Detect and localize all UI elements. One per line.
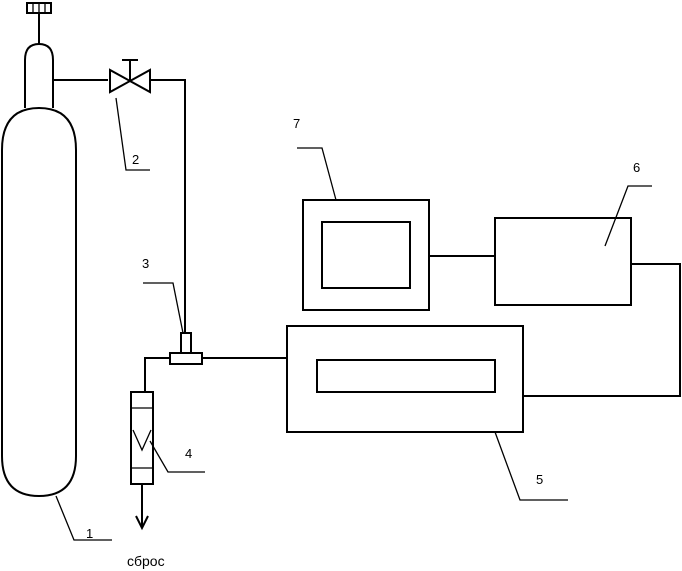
- supply-line: [53, 79, 186, 340]
- gas-cylinder: [1, 2, 77, 498]
- label-2: 2: [132, 152, 139, 167]
- label-4: 4: [185, 446, 192, 461]
- computer-unit: [494, 217, 632, 306]
- rotameter: [130, 391, 154, 485]
- tee-to-flowmeter-line: [144, 357, 170, 392]
- computer-to-analyzer-line: [523, 263, 681, 397]
- monitor-screen: [321, 221, 411, 289]
- outlet-caption: сброс: [127, 553, 165, 569]
- leader-lines: [55, 97, 652, 541]
- analyzer-display-slot: [316, 359, 496, 393]
- vent-arrow: [135, 515, 149, 531]
- label-1: 1: [86, 526, 93, 541]
- label-6: 6: [633, 160, 640, 175]
- tee-fitting: [169, 332, 203, 365]
- cylinder-neck: [24, 42, 54, 108]
- label-3: 3: [142, 256, 149, 271]
- cylinder-body: [1, 106, 77, 498]
- label-7: 7: [293, 116, 300, 131]
- monitor: [302, 199, 430, 311]
- needle-valve: [109, 59, 151, 94]
- label-5: 5: [536, 472, 543, 487]
- analyzer-unit: [286, 325, 524, 433]
